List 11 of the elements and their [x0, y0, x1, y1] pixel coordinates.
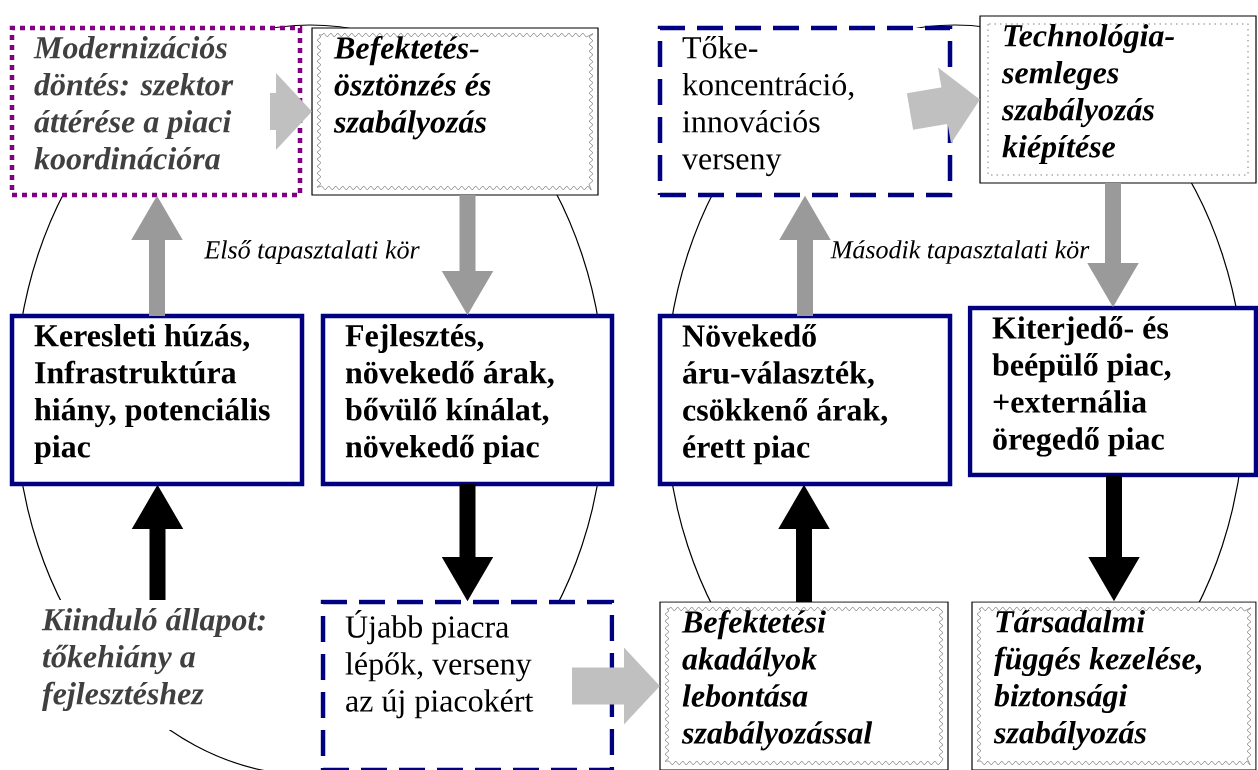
process-box: Tőke-koncentráció, innovációs verseny [657, 25, 953, 198]
process-box: Technológia-semleges szabályozás kiépítése [979, 15, 1257, 184]
process-box: Keresleti húzás, Infrastruktúra hiány, potenciális piac [9, 313, 305, 487]
process-box: Kiterjedő- és beépülő piac, +externália öregedő piac [967, 305, 1258, 478]
process-box: Növekedő áru-választék, csökkenő árak, érett piac [657, 313, 953, 487]
cycle-label: Második tapasztalati kör [830, 240, 1090, 264]
process-box: Fejlesztés, növekedő árak, bővülő kínálat, növekedő piac [320, 313, 615, 487]
cycle-label: Első tapasztalati kör [204, 240, 420, 264]
process-box: Újabb piacra lépők, verseny az új piacokért [320, 599, 615, 770]
start-text: Kiinduló állapot: tőkehiány a fejlesztéshez [20, 600, 295, 730]
process-box: Modernizációs döntés: szektor áttérése a piaci koordinációra [9, 25, 303, 198]
